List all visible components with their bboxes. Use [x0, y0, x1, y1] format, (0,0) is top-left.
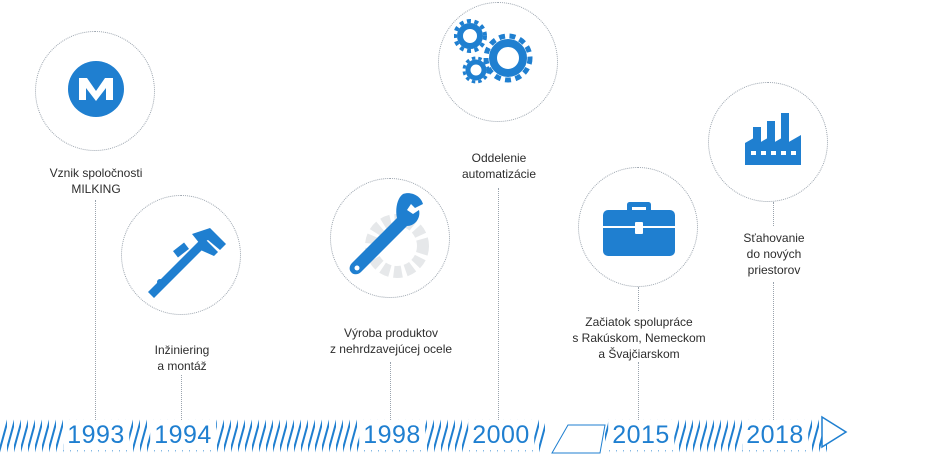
label-2000: Oddelenie automatizácie: [462, 150, 536, 182]
label-line: automatizácie: [461, 167, 537, 181]
label-line: a montáž: [157, 359, 207, 373]
wrench-gear-icon: [349, 193, 429, 278]
gears-icon: [454, 19, 533, 84]
label-line: s Rakúskom, Nemeckom: [572, 331, 706, 345]
label-line: Vznik spoločnosti: [49, 166, 143, 180]
year-2015: 2015: [608, 420, 674, 450]
label-line: Inžiniering: [154, 343, 210, 357]
label-line: MILKING: [71, 182, 121, 196]
briefcase-icon: [603, 202, 675, 256]
caliper-icon: [148, 228, 226, 298]
year-2018: 2018: [742, 420, 808, 450]
label-line: priestorov: [747, 263, 801, 277]
timeline-arrow: [821, 415, 848, 449]
connector-2015: [638, 362, 639, 420]
milking-logo-icon: [68, 61, 124, 117]
connector-1994: [181, 375, 182, 420]
year-1994: 1994: [150, 420, 216, 450]
connector-2018: [773, 282, 774, 420]
label-2018: Sťahovanie do nových priestorov: [743, 230, 804, 278]
connector-1993: [95, 200, 96, 420]
year-1993: 1993: [63, 420, 129, 450]
label-line: Začiatok spolupráce: [585, 315, 693, 329]
label-line: z nehrdzavejúcej ocele: [329, 342, 453, 356]
year-1998: 1998: [359, 420, 425, 450]
label-1998: Výroba produktov z nehrdzavejúcej ocele: [330, 325, 452, 357]
label-line: Oddelenie: [471, 151, 527, 165]
year-2000: 2000: [468, 420, 534, 450]
factory-icon: [745, 113, 801, 165]
connector-2018-top: [773, 202, 774, 226]
connector-2000: [498, 188, 499, 420]
label-line: Sťahovanie: [743, 231, 805, 245]
label-2015: Začiatok spolupráce s Rakúskom, Nemeckom…: [572, 314, 705, 362]
label-line: a Švajčiarskom: [598, 347, 680, 361]
connector-2015-top: [638, 287, 639, 311]
label-line: do nových: [746, 247, 802, 261]
label-line: Výroba produktov: [343, 326, 439, 340]
connector-1998: [390, 362, 391, 420]
label-1994: Inžiniering a montáž: [155, 342, 210, 374]
label-1993: Vznik spoločnosti MILKING: [50, 165, 143, 197]
circle-2000: [438, 2, 558, 122]
